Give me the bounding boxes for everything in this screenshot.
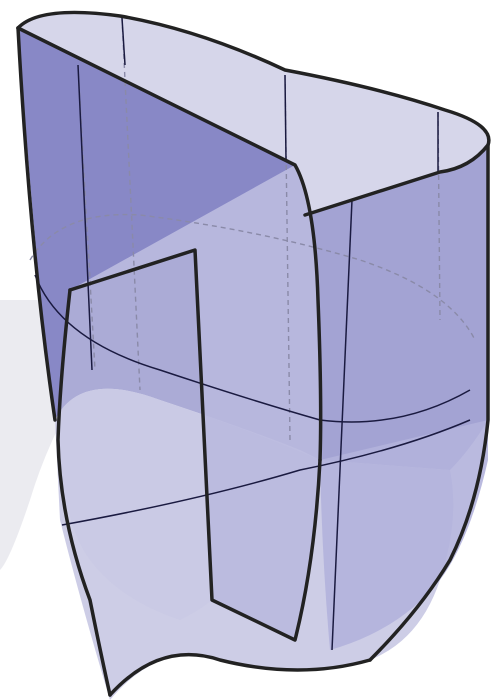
surface-diagram <box>0 0 492 700</box>
diagram-canvas <box>0 0 492 700</box>
